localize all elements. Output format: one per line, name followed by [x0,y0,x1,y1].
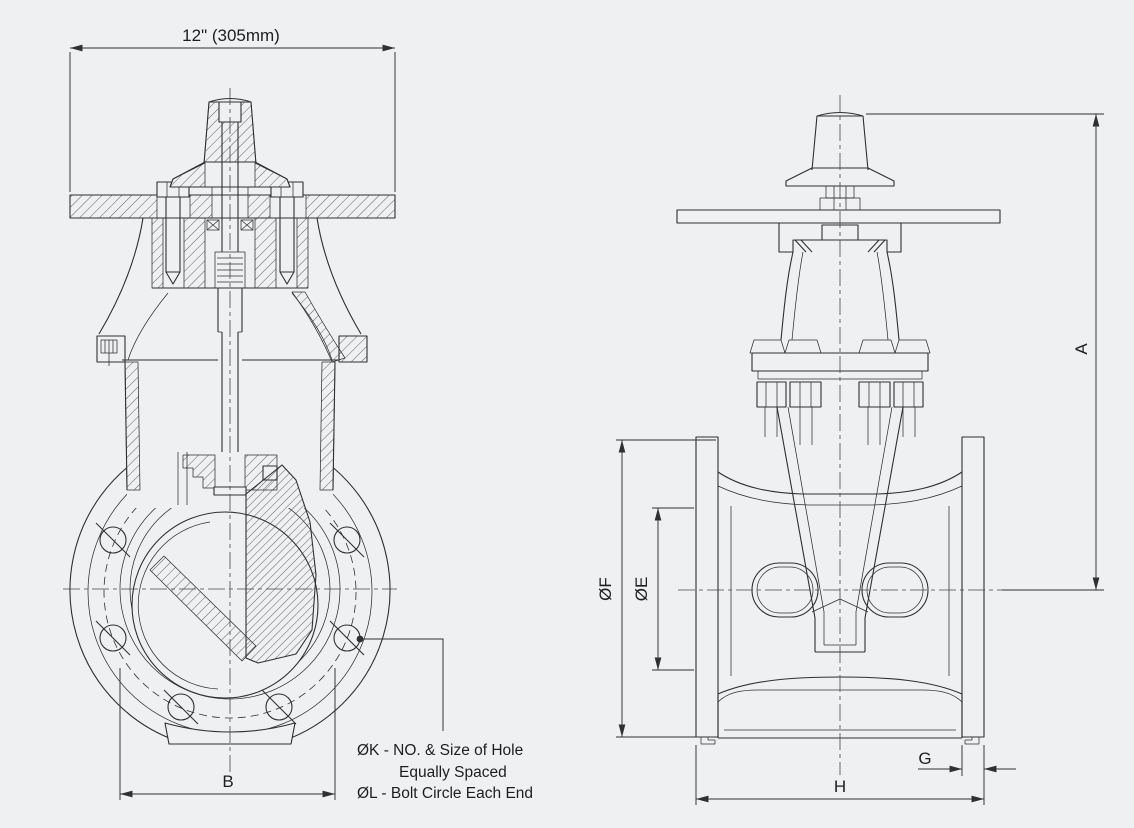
front-section-view [63,88,397,772]
seat-bosses [751,562,929,618]
wedge-section [245,464,317,664]
bonnet-side [749,251,931,445]
dim-h [695,745,984,805]
flange-bolt-holes [95,522,365,725]
note-line-1: ØK - NO. & Size of Hole [357,742,523,759]
dim-e [652,507,694,671]
bolt-hole-leader [356,635,444,731]
note-line-2: Equally Spaced [399,764,507,781]
valve-stem [217,122,243,452]
bonnet-stud-right [279,197,295,285]
gate-disc [131,452,319,699]
dim-a-label: A [1072,343,1091,355]
guide-ribs [776,406,904,653]
dim-b [119,668,336,800]
side-elevation-view [676,95,1002,775]
pipe-flanges [695,436,985,745]
ground-plate-side [676,209,1001,224]
dim-g-label: G [918,749,931,768]
bolt-hole-note: ØK - NO. & Size of Hole Equally Spaced Ø… [357,742,533,802]
valve-body-bell [96,217,368,491]
dim-h-label: H [834,777,846,796]
note-line-3: ØL - Bolt Circle Each End [357,785,533,802]
dim-b-label: B [222,772,233,791]
dim-overall-width [69,44,396,192]
bonnet-section [151,197,309,289]
dim-f-label: ØF [596,577,615,601]
wedge-nut-left [182,454,216,489]
dim-overall-width-label: 12" (305mm) [182,26,280,45]
dim-g [918,745,1016,805]
seat-band [149,555,257,662]
ground-plate-section [69,194,396,219]
dimensions [69,44,1104,805]
dim-e-label: ØE [632,577,651,602]
dim-f [616,439,716,738]
dim-a [866,113,1104,591]
bonnet-stud-left [165,197,181,285]
